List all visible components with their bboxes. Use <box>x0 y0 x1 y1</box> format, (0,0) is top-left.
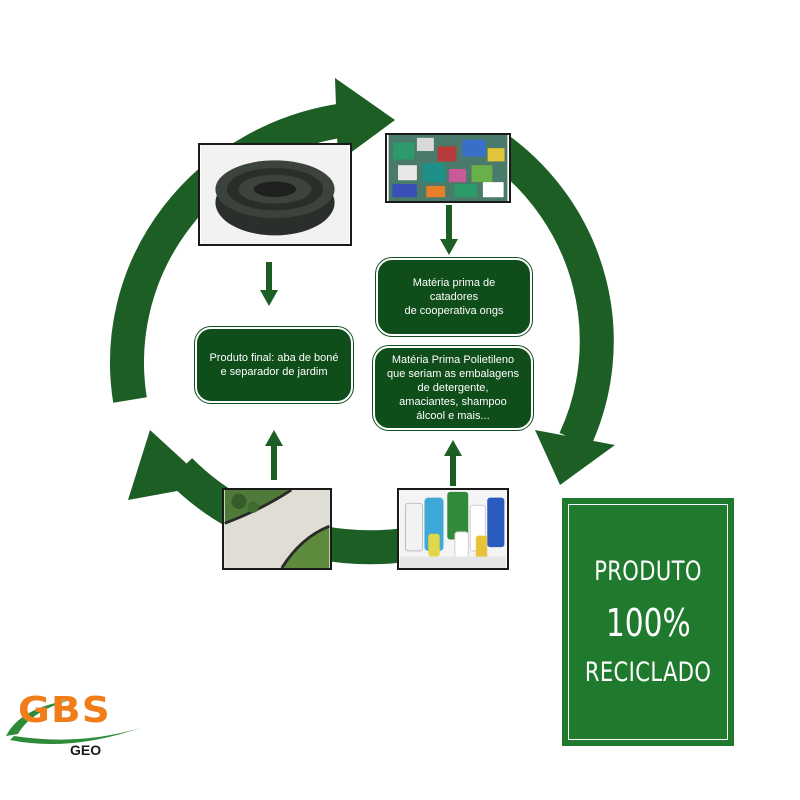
step-polyethylene-raw-material: Matéria Prima Polietileno que seriam as … <box>373 346 533 430</box>
arrow-up-left <box>265 430 283 480</box>
recycled-product-badge: PRODUTO 100% RECICLADO <box>562 498 734 746</box>
cycle-arrow-right <box>489 136 614 448</box>
step-raw-material-collectors: Matéria prima de catadores de cooperativ… <box>376 258 532 336</box>
cycle-arrow-top <box>109 103 348 403</box>
logo-subtitle: GEO <box>70 742 102 758</box>
photo-edging-roll <box>198 143 352 246</box>
arrow-up-right <box>444 440 462 486</box>
cycle-arrowhead-right <box>535 430 615 485</box>
photo-garden-edging <box>222 488 332 570</box>
badge-line-reciclado: RECICLADO <box>584 657 712 688</box>
edging-roll-image <box>200 145 350 244</box>
garden-edging-image <box>224 490 330 568</box>
gbs-geo-logo: GBS GEO <box>0 690 150 770</box>
logo-name: GBS <box>18 690 111 731</box>
logo-swoosh-icon <box>6 700 140 744</box>
arrow-down-right <box>440 205 458 255</box>
plastic-waste-image <box>388 135 508 201</box>
photo-plastic-waste <box>385 133 511 203</box>
cycle-arrowhead-bottom <box>128 430 210 500</box>
photo-plastic-bottles <box>397 488 509 570</box>
cycle-arrowhead-top <box>335 78 395 162</box>
step-final-product: Produto final: aba de boné e separador d… <box>195 327 353 403</box>
badge-inner-frame: PRODUTO 100% RECICLADO <box>568 504 728 740</box>
arrow-down-left <box>260 262 278 306</box>
badge-line-produto: PRODUTO <box>594 556 702 587</box>
plastic-bottles-image <box>399 490 507 568</box>
badge-line-percent: 100% <box>605 601 691 645</box>
